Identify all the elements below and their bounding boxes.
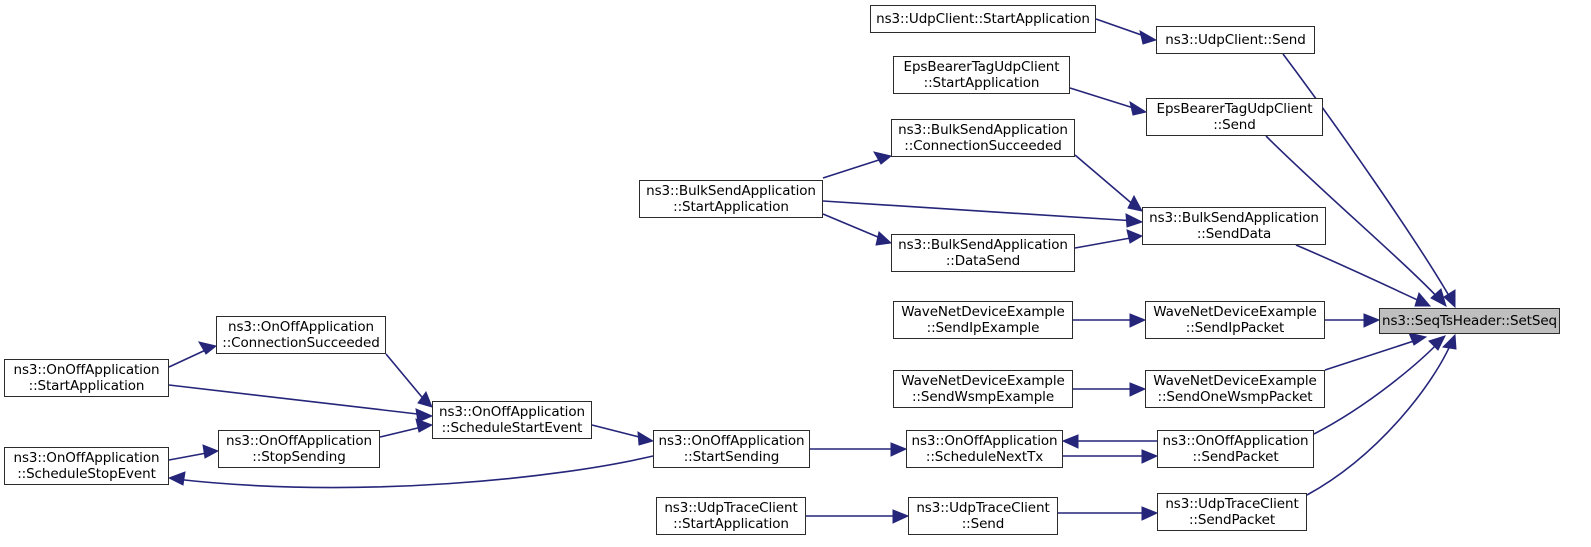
edge-bulk_start-to-bulk_senddata <box>822 200 1137 222</box>
graph-node-wave_sendwsmp_pkt[interactable]: WaveNetDeviceExample ::SendOneWsmpPacket <box>1145 370 1325 408</box>
graph-node-onoff_schedstop[interactable]: ns3::OnOffApplication ::ScheduleStopEven… <box>4 447 169 485</box>
edge-onoff_stopsending-to-onoff_schedstart <box>379 425 427 438</box>
graph-node-label: ns3::UdpClient::Send <box>1165 32 1306 48</box>
graph-node-onoff_schedstart[interactable]: ns3::OnOffApplication ::ScheduleStartEve… <box>432 401 592 439</box>
graph-node-bulk_connsucc[interactable]: ns3::BulkSendApplication ::ConnectionSuc… <box>891 119 1075 157</box>
arrowhead-wave_sendwsmp_pkt-to-seqts_setseq <box>1408 332 1428 346</box>
graph-node-wave_sendip_ex[interactable]: WaveNetDeviceExample ::SendIpExample <box>893 301 1073 339</box>
graph-node-udptrace_send[interactable]: ns3::UdpTraceClient ::Send <box>908 497 1058 535</box>
graph-node-label: ns3::BulkSendApplication ::StartApplicat… <box>646 183 816 215</box>
arrowhead-onoff_stopsending-to-onoff_schedstart <box>415 418 434 433</box>
arrowhead-onoff_schedstart-to-onoff_startsending <box>637 431 655 446</box>
arrowhead-bulk_start-to-bulk_connsucc <box>872 151 893 165</box>
arrowhead-bulk_start-to-bulk_senddata <box>1125 213 1144 228</box>
graph-node-epsbearer_send[interactable]: EpsBearerTagUdpClient ::Send <box>1146 98 1323 136</box>
arrowhead-bulk_connsucc-to-bulk_senddata <box>1127 194 1143 212</box>
arrowhead-udptrace_send-to-udptrace_sendpacket <box>1141 506 1159 521</box>
graph-node-label: ns3::SeqTsHeader::SetSeq <box>1382 313 1557 329</box>
graph-node-label: ns3::OnOffApplication ::ScheduleStopEven… <box>13 450 160 482</box>
arrowhead-onoff_schednext-to-onoff_sendpacket <box>1141 449 1159 464</box>
arrowhead-epsbearer_start-to-epsbearer_send <box>1129 100 1148 116</box>
edge-udpclient_start-to-udpclient_send <box>1095 18 1151 39</box>
graph-node-udptrace_sendpacket[interactable]: ns3::UdpTraceClient ::SendPacket <box>1157 493 1307 531</box>
arrowhead-epsbearer_send-to-seqts_setseq <box>1430 288 1447 308</box>
graph-node-label: ns3::UdpTraceClient ::SendPacket <box>1165 496 1299 528</box>
graph-node-label: ns3::UdpClient::StartApplication <box>876 11 1090 27</box>
edge-onoff_start-to-onoff_schedstart <box>168 384 427 416</box>
graph-node-onoff_sendpacket[interactable]: ns3::OnOffApplication ::SendPacket <box>1157 430 1314 468</box>
graph-node-label: WaveNetDeviceExample ::SendIpPacket <box>1153 304 1317 336</box>
edge-onoff_start-to-onoff_connsucc <box>168 347 211 368</box>
arrowhead-udpclient_send-to-seqts_setseq <box>1443 289 1456 309</box>
graph-node-label: ns3::OnOffApplication ::StartApplication <box>13 362 160 394</box>
graph-node-wave_sendip_pkt[interactable]: WaveNetDeviceExample ::SendIpPacket <box>1145 301 1325 339</box>
graph-node-label: EpsBearerTagUdpClient ::Send <box>1156 101 1313 133</box>
graph-node-label: ns3::OnOffApplication ::ConnectionSuccee… <box>222 319 380 351</box>
edge-udptrace_sendpacket-to-seqts_setseq <box>1306 340 1453 496</box>
arrowhead-onoff_schedstop-to-onoff_stopsending <box>202 444 220 459</box>
graph-node-label: ns3::BulkSendApplication ::ConnectionSuc… <box>898 122 1068 154</box>
arrowhead-onoff_startsending-to-onoff_schednext <box>890 442 908 457</box>
graph-node-wave_sendwsmp_ex[interactable]: WaveNetDeviceExample ::SendWsmpExample <box>893 370 1073 408</box>
graph-node-label: WaveNetDeviceExample ::SendOneWsmpPacket <box>1153 373 1317 405</box>
edge-udpclient_send-to-seqts_setseq <box>1282 53 1453 302</box>
edge-onoff_sendpacket-to-seqts_setseq <box>1313 340 1441 435</box>
graph-node-label: ns3::OnOffApplication ::ScheduleStartEve… <box>439 404 585 436</box>
graph-node-label: ns3::OnOffApplication ::StartSending <box>658 433 805 465</box>
arrowhead-udpclient_start-to-udpclient_send <box>1139 30 1158 45</box>
graph-node-label: ns3::BulkSendApplication ::DataSend <box>898 237 1068 269</box>
graph-node-onoff_startsending[interactable]: ns3::OnOffApplication ::StartSending <box>653 430 810 468</box>
graph-node-label: ns3::OnOffApplication ::SendPacket <box>1162 433 1309 465</box>
arrowhead-onoff_sendpacket-to-seqts_setseq <box>1428 335 1446 351</box>
arrowhead-udptrace_start-to-udptrace_send <box>892 509 910 524</box>
arrowhead-onoff_start-to-onoff_schedstart <box>415 408 434 423</box>
arrowhead-wave_sendip_ex-to-wave_sendip_pkt <box>1129 313 1147 328</box>
graph-node-onoff_start[interactable]: ns3::OnOffApplication ::StartApplication <box>4 359 169 397</box>
edge-wave_sendwsmp_pkt-to-seqts_setseq <box>1324 338 1421 371</box>
graph-node-label: ns3::UdpTraceClient ::StartApplication <box>664 500 798 532</box>
arrowhead-onoff_sendpacket-to-onoff_schednext <box>1061 434 1079 449</box>
graph-node-label: EpsBearerTagUdpClient ::StartApplication <box>903 59 1060 91</box>
arrowhead-udptrace_sendpacket-to-seqts_setseq <box>1441 333 1457 350</box>
graph-node-label: ns3::OnOffApplication ::StopSending <box>226 433 372 465</box>
graph-node-bulk_start[interactable]: ns3::BulkSendApplication ::StartApplicat… <box>639 180 823 218</box>
graph-node-onoff_schednext[interactable]: ns3::OnOffApplication ::ScheduleNextTx <box>906 430 1063 468</box>
edge-bulk_connsucc-to-bulk_senddata <box>1074 154 1137 208</box>
graph-node-udpclient_send[interactable]: ns3::UdpClient::Send <box>1156 26 1315 54</box>
edge-onoff_schedstop-to-onoff_stopsending <box>168 451 213 461</box>
arrowhead-bulk_datasend-to-bulk_senddata <box>1126 229 1144 244</box>
graph-node-bulk_datasend[interactable]: ns3::BulkSendApplication ::DataSend <box>891 234 1075 272</box>
arrowhead-bulk_start-to-bulk_datasend <box>875 231 893 246</box>
graph-node-seqts_setseq[interactable]: ns3::SeqTsHeader::SetSeq <box>1379 308 1560 334</box>
edge-bulk_start-to-bulk_datasend <box>822 213 886 241</box>
graph-node-label: ns3::UdpTraceClient ::Send <box>916 500 1050 532</box>
edge-onoff_connsucc-to-onoff_schedstart <box>385 353 427 403</box>
graph-node-label: WaveNetDeviceExample ::SendIpExample <box>901 304 1065 336</box>
graph-node-bulk_senddata[interactable]: ns3::BulkSendApplication ::SendData <box>1142 207 1326 245</box>
graph-node-udptrace_start[interactable]: ns3::UdpTraceClient ::StartApplication <box>656 497 806 535</box>
arrowhead-bulk_senddata-to-seqts_setseq <box>1414 291 1432 307</box>
graph-node-label: ns3::OnOffApplication ::ScheduleNextTx <box>911 433 1058 465</box>
edge-bulk_start-to-bulk_connsucc <box>822 157 886 179</box>
arrowhead-wave_sendwsmp_ex-to-wave_sendwsmp_pkt <box>1129 382 1147 397</box>
arrowhead-onoff_startsending_r-to-onoff_schedstop <box>167 471 186 486</box>
edge-bulk_datasend-to-bulk_senddata <box>1074 236 1137 249</box>
graph-node-label: WaveNetDeviceExample ::SendWsmpExample <box>901 373 1065 405</box>
arrowhead-onoff_start-to-onoff_connsucc <box>197 341 218 355</box>
edge-epsbearer_start-to-epsbearer_send <box>1069 87 1141 111</box>
edge-bulk_senddata-to-seqts_setseq <box>1295 244 1425 304</box>
graph-node-label: ns3::BulkSendApplication ::SendData <box>1149 210 1319 242</box>
graph-node-onoff_connsucc[interactable]: ns3::OnOffApplication ::ConnectionSuccee… <box>216 316 386 354</box>
graph-node-onoff_stopsending[interactable]: ns3::OnOffApplication ::StopSending <box>218 430 380 468</box>
arrowhead-onoff_connsucc-to-onoff_schedstart <box>417 390 433 408</box>
graph-node-epsbearer_start[interactable]: EpsBearerTagUdpClient ::StartApplication <box>893 56 1070 94</box>
edge-onoff_schedstart-to-onoff_startsending <box>591 424 648 440</box>
graph-node-udpclient_start[interactable]: ns3::UdpClient::StartApplication <box>870 5 1096 33</box>
